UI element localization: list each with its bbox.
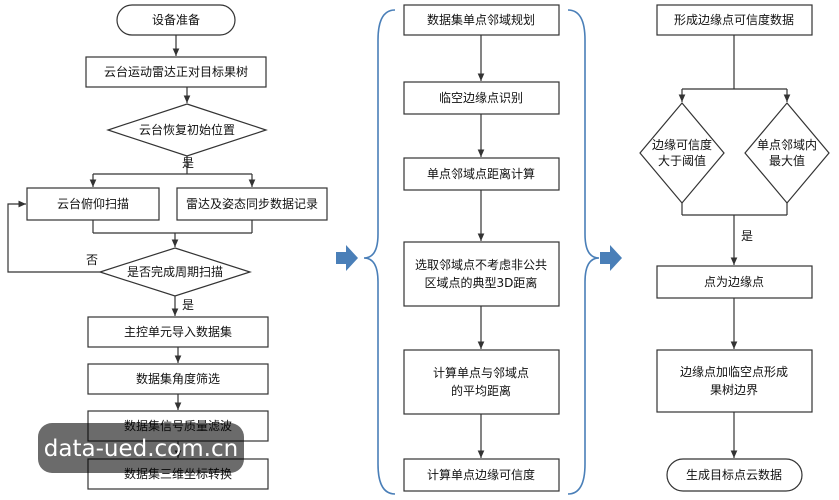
- period-decision-label: 是否完成周期扫描: [127, 264, 223, 279]
- yes-label-period: 是: [182, 298, 194, 312]
- no-label-loop: 否: [86, 253, 98, 267]
- record-label: 雷达及姿态同步数据记录: [186, 196, 318, 211]
- threshold-decision-line2: 大于阈值: [658, 153, 706, 168]
- align-step-box: [85, 56, 267, 88]
- plan-label: 数据集单点邻域规划: [427, 12, 535, 27]
- select-label-line1: 选取邻域点不考虑非公共: [415, 258, 547, 272]
- start-label: 设备准备: [152, 13, 200, 27]
- output-label: 生成目标点云数据: [686, 467, 782, 482]
- distance-label: 单点邻域点距离计算: [427, 166, 535, 181]
- reset-decision-label: 云台恢复初始位置: [139, 122, 235, 137]
- right-brace: [567, 9, 600, 495]
- threshold-decision-line1: 边缘可信度: [652, 137, 712, 152]
- boundary-label-line1: 边缘点加临空点形成: [680, 365, 788, 379]
- output-terminator: [666, 458, 803, 492]
- threshold-decision-diamond: [639, 102, 725, 204]
- is-edge-label: 点为边缘点: [704, 275, 764, 289]
- average-label-line1: 计算单点与邻域点: [433, 365, 529, 380]
- local-max-decision-line1: 单点邻域内: [757, 138, 817, 152]
- flow-arrow-middle-to-right: [600, 245, 622, 271]
- boundary-label-line2: 果树边界: [710, 382, 758, 397]
- confidence-label: 计算单点边缘可信度: [427, 467, 535, 482]
- average-step-box: [403, 349, 560, 415]
- identify-label: 临空边缘点识别: [439, 91, 523, 105]
- scan-label: 云台俯仰扫描: [57, 196, 129, 211]
- boundary-step-box: [656, 349, 813, 413]
- yes-label-right: 是: [741, 229, 753, 243]
- select-label-line2: 区域点的典型3D距离: [425, 275, 538, 290]
- watermark-background: [38, 423, 244, 473]
- form-data-label: 形成边缘点可信度数据: [674, 12, 794, 27]
- left-brace: [363, 9, 396, 495]
- local-max-decision-line2: 最大值: [769, 153, 805, 168]
- confidence-step-box: [403, 458, 560, 492]
- watermark-text: data-ued.com.cn: [44, 436, 238, 462]
- import-label: 主控单元导入数据集: [124, 324, 232, 339]
- yes-label-reset: 是: [182, 156, 194, 170]
- average-label-line2: 的平均距离: [451, 383, 511, 398]
- align-label: 云台运动雷达正对目标果树: [104, 64, 248, 79]
- select-step-box: [403, 241, 560, 307]
- flow-arrow-left-to-middle: [336, 245, 358, 271]
- local-max-decision-diamond: [744, 102, 830, 204]
- angle-filter-label: 数据集角度筛选: [136, 371, 220, 386]
- connector-loop-back: [7, 200, 100, 273]
